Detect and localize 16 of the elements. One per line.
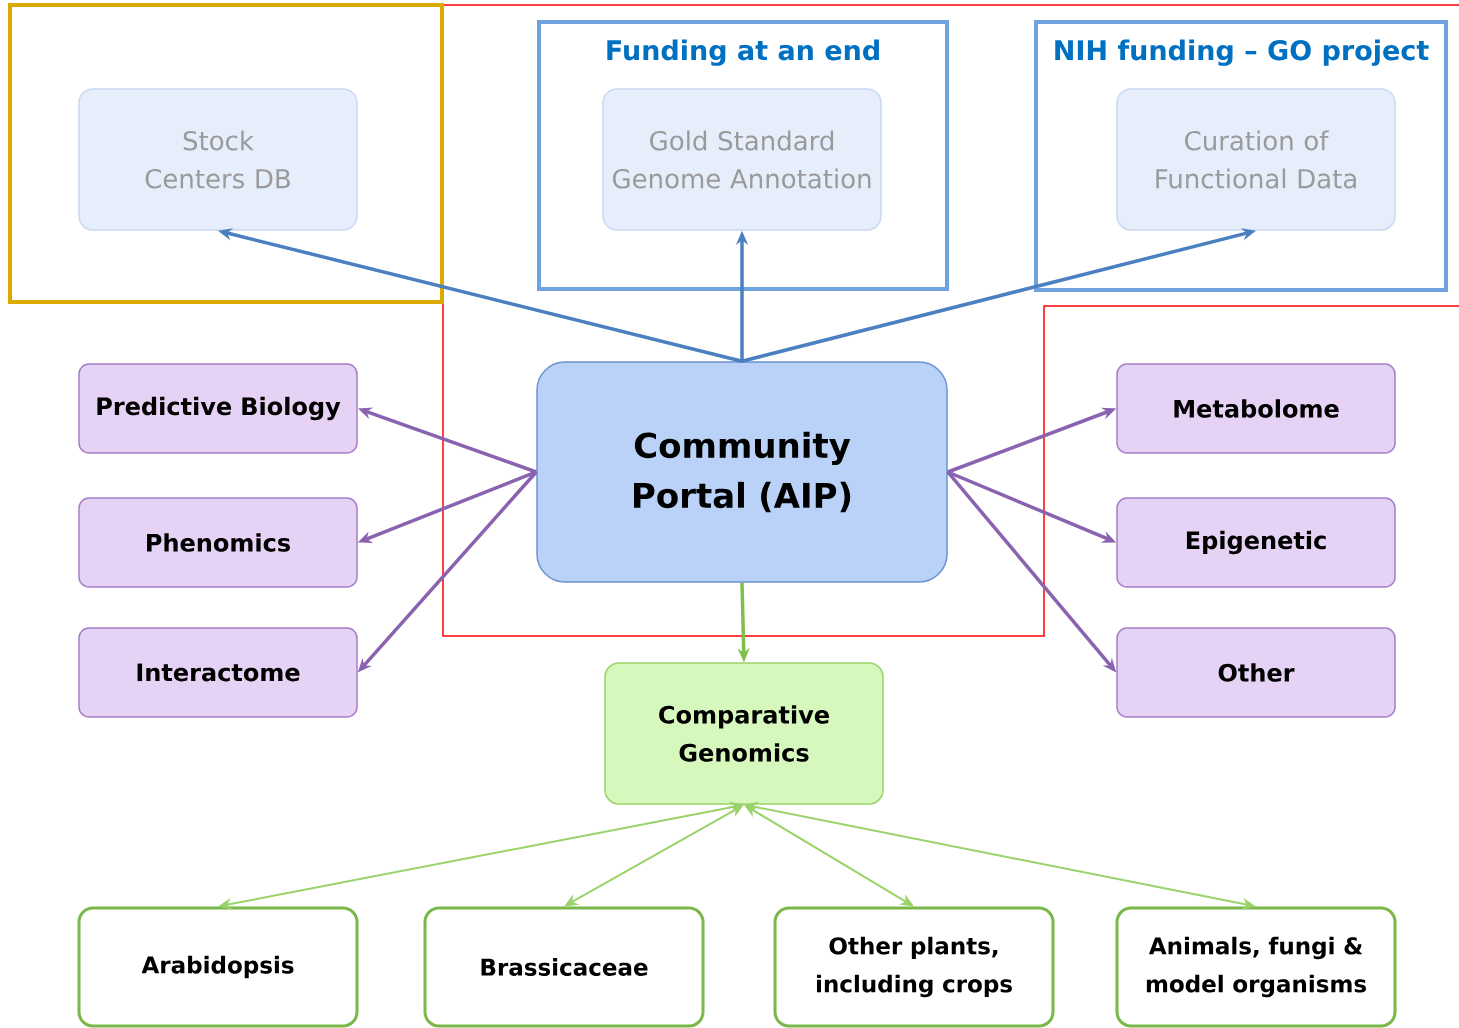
process-box: Arabidopsis [77, 906, 359, 1028]
process-box: Other [1116, 627, 1396, 718]
process-box: Predictive Biology [78, 363, 358, 454]
process-box: Other plants, including crops [773, 906, 1055, 1028]
process-box: Epigenetic [1116, 497, 1396, 588]
portal-box: Community Portal (AIP) [536, 361, 948, 583]
process-box: Curation of Functional Data [1116, 88, 1396, 231]
process-box: Metabolome [1116, 363, 1396, 454]
process-box: Stock Centers DB [78, 88, 358, 231]
process-box: Interactome [78, 627, 358, 718]
process-box: Animals, fungi & model organisms [1115, 906, 1397, 1028]
process-box: Gold Standard Genome Annotation [602, 88, 882, 231]
process-box: Brassicaceae [423, 906, 705, 1028]
frame [8, 3, 444, 304]
process-box: Phenomics [78, 497, 358, 588]
process-box: Comparative Genomics [604, 662, 884, 805]
